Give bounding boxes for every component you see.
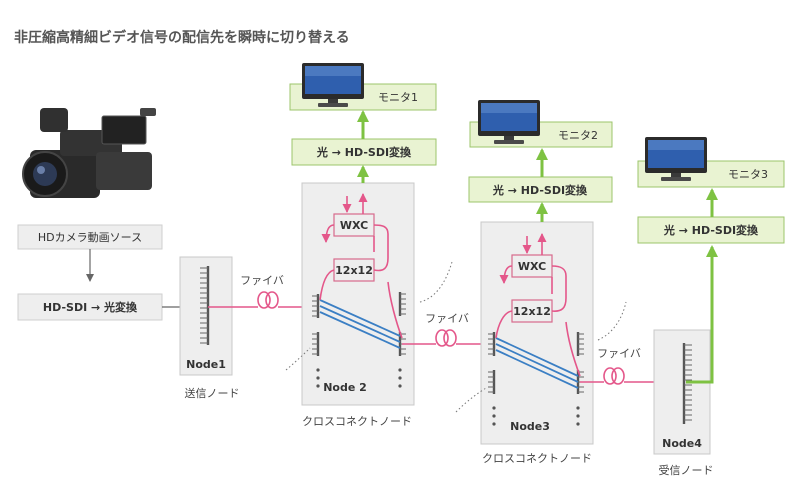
output3-converter-label: 光 → HD-SDI変換 (663, 223, 759, 237)
node1-port-array (200, 266, 210, 345)
node1-label: Node1 (186, 358, 226, 371)
node2-port-array-in-b (312, 332, 320, 356)
node2-wxc-label: WXC (340, 219, 368, 232)
node2-port-array-out-a (398, 292, 406, 316)
node3-link-dotted-b (455, 387, 487, 413)
node1-caption: 送信ノード (185, 386, 240, 400)
node3-drop-loop (495, 265, 581, 377)
node2-caption: クロスコネクトノード (302, 415, 412, 428)
node3-internal-paths (495, 337, 579, 389)
output1-converter-label: 光 → HD-SDI変換 (316, 145, 412, 159)
node2-internal-paths (319, 299, 401, 349)
node2-drop-loop (319, 224, 403, 339)
fiber3-coil-a (603, 367, 617, 385)
node2-link-dotted-a (419, 261, 453, 303)
output1-converter-box (291, 138, 437, 166)
fiber2-coil-b (443, 329, 457, 347)
monitor2-label: モニタ2 (558, 129, 598, 142)
fiber1-coil-b (265, 291, 279, 309)
node3-port-array-in-a (488, 332, 496, 356)
node3-port-array-in-b (488, 370, 496, 394)
monitor1-label: モニタ1 (378, 91, 418, 104)
camera-icon (22, 108, 156, 198)
node1-box (179, 256, 233, 376)
output2-converter-label: 光 → HD-SDI変換 (492, 183, 588, 197)
node3-label: Node3 (510, 420, 550, 433)
node3-port-array-out-a (576, 332, 584, 356)
node2-label: Node 2 (323, 381, 367, 394)
output2-converter-box (468, 176, 613, 203)
node3-caption: クロスコネクトノード (482, 452, 592, 465)
page-title: 非圧縮高精細ビデオ信号の配信先を瞬時に切り替える (14, 29, 350, 46)
node2-link-dotted-b (285, 347, 311, 371)
camera-source-box (17, 224, 163, 250)
node2-port-array-in-a (312, 294, 320, 318)
hdsdi-to-optical-box (17, 293, 163, 321)
node4-caption: 受信ノード (659, 464, 714, 477)
hdsdi-to-optical-label: HD-SDI → 光変換 (43, 300, 138, 314)
fiber3-coil-b (611, 367, 625, 385)
node4-box (653, 329, 711, 455)
fiber2-label: ファイバ (425, 312, 469, 325)
camera-source-label: HDカメラ動画ソース (38, 230, 142, 244)
output3-arrow-lower (686, 245, 718, 384)
fiber3-label: ファイバ (597, 347, 641, 360)
node4-label: Node4 (662, 437, 702, 450)
fiber1-coil-a (257, 291, 271, 309)
fiber2-coil-a (435, 329, 449, 347)
fiber1-label: ファイバ (240, 274, 284, 287)
node3-wxc-label: WXC (518, 260, 546, 273)
node2-idle-ports (316, 368, 402, 388)
node4-port-array (682, 343, 692, 424)
node3-idle-ports (492, 406, 580, 426)
node2-switch-label: 12x12 (335, 264, 373, 277)
monitor3-label: モニタ3 (728, 168, 768, 181)
node3-link-dotted-a (597, 301, 627, 341)
node3-switch-label: 12x12 (513, 305, 551, 318)
